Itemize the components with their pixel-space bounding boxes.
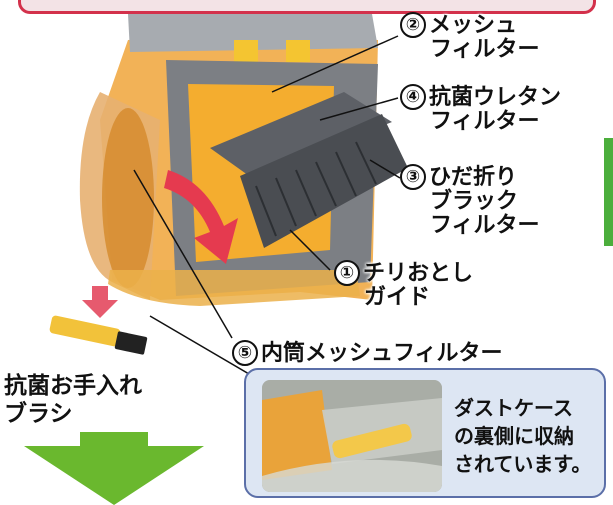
callout-photo bbox=[262, 380, 442, 492]
latch-right bbox=[286, 40, 310, 62]
rotate-arrow-icon bbox=[164, 170, 238, 264]
callout-text: ダストケース の裏側に収納 されています。 bbox=[454, 394, 591, 478]
storage-callout: ダストケース の裏側に収納 されています。 bbox=[244, 368, 606, 498]
number-badge: ② bbox=[400, 12, 426, 38]
callout-line: ダストケース bbox=[454, 396, 573, 420]
label-line: ひだ折り bbox=[429, 165, 518, 190]
dust-case-top bbox=[128, 14, 378, 52]
label-line: メッシュ bbox=[429, 13, 518, 38]
label-line: 抗菌ウレタン bbox=[429, 85, 562, 110]
label-brush: 抗菌お手入れ ブラシ bbox=[4, 372, 142, 428]
header-banner-frame bbox=[18, 0, 596, 14]
label-line: ブラック bbox=[430, 189, 519, 214]
cleaning-brush bbox=[49, 315, 148, 355]
number-badge: ③ bbox=[400, 164, 426, 190]
label-line: フィルター bbox=[430, 37, 540, 62]
number-badge: ⑤ bbox=[232, 340, 258, 366]
down-arrow-red-icon bbox=[82, 286, 118, 318]
urethane-filter-shape bbox=[210, 92, 392, 178]
inner-mesh-filter-shape bbox=[102, 108, 154, 288]
number-badge: ④ bbox=[400, 84, 426, 110]
pleat-lines bbox=[255, 141, 377, 237]
label-line: ガイド bbox=[364, 285, 431, 310]
label-line: 抗菌お手入れ bbox=[4, 373, 142, 399]
label-line: フィルター bbox=[430, 213, 540, 238]
label-line: チリおとし bbox=[363, 261, 474, 286]
callout-line: されています。 bbox=[454, 452, 592, 476]
latch-left bbox=[234, 40, 258, 62]
number-badge: ① bbox=[334, 260, 360, 286]
dust-case-base bbox=[108, 270, 360, 306]
callout-line: の裏側に収納 bbox=[454, 424, 574, 448]
down-arrow-green-icon bbox=[24, 432, 204, 505]
label-line: フィルター bbox=[430, 109, 540, 134]
label-line: 内筒メッシュフィルター bbox=[261, 341, 503, 366]
side-tab bbox=[604, 138, 613, 246]
label-line: ブラシ bbox=[4, 401, 73, 427]
callout-illustration bbox=[262, 380, 442, 492]
